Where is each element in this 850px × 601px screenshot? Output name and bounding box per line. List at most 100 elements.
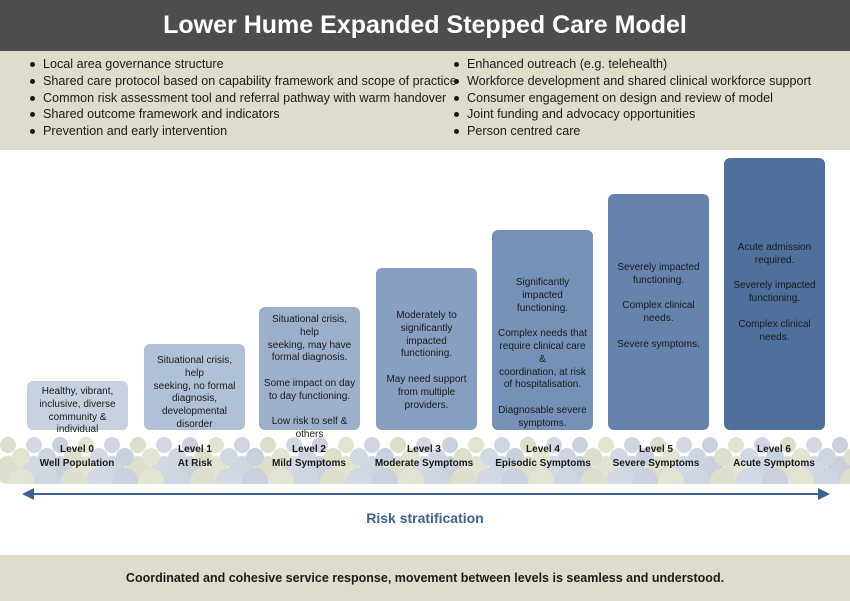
person-head-shape <box>780 437 796 453</box>
person-body-shape <box>762 468 788 484</box>
stepped-care-diagram: Healthy, vibrant, inclusive, diverse com… <box>0 150 850 555</box>
level-1-number: Level 1 <box>178 444 212 455</box>
risk-stratification-label: Risk stratification <box>366 510 484 526</box>
principle-item: Common risk assessment tool and referral… <box>29 90 457 107</box>
person-body-shape <box>424 468 450 484</box>
person-head-shape <box>64 448 82 466</box>
level-5-box: Severely impacted functioning. Complex c… <box>608 194 709 430</box>
person-head-shape <box>272 448 290 466</box>
level-0-name: Well Population <box>39 458 115 469</box>
person-head-shape <box>390 437 406 453</box>
person-head-shape <box>624 437 640 453</box>
level-4-description: Significantly impacted functioning. Comp… <box>498 277 587 429</box>
person-head-shape <box>428 448 446 466</box>
person-head-shape <box>806 437 822 453</box>
person-head-shape <box>116 448 134 466</box>
person-body-shape <box>840 468 850 484</box>
level-3-label: Level 3 Moderate Symptoms <box>364 443 484 471</box>
person-head-shape <box>636 448 654 466</box>
person-head-shape <box>402 448 420 466</box>
person-head-shape <box>754 437 770 453</box>
person-head-shape <box>688 448 706 466</box>
person-head-shape <box>572 437 588 453</box>
person-body-shape <box>216 468 242 484</box>
person-head-shape <box>324 448 342 466</box>
person-body-shape <box>814 468 840 484</box>
person-body-shape <box>528 468 554 484</box>
person-body-shape <box>606 468 632 484</box>
person-body-shape <box>34 468 60 484</box>
person-body-shape <box>60 468 86 484</box>
person-head-shape <box>52 437 68 453</box>
person-body-shape <box>398 468 424 484</box>
principle-item: Prevention and early intervention <box>29 123 457 140</box>
person-body-shape <box>112 468 138 484</box>
level-6-number: Level 6 <box>757 444 791 455</box>
level-0-number: Level 0 <box>60 444 94 455</box>
person-head-shape <box>234 437 250 453</box>
principle-item: Shared outcome framework and indicators <box>29 106 457 123</box>
person-body-shape <box>268 468 294 484</box>
person-head-shape <box>714 448 732 466</box>
level-3-number: Level 3 <box>407 444 441 455</box>
person-head-shape <box>182 437 198 453</box>
principle-item: Consumer engagement on design and review… <box>453 90 811 107</box>
person-head-shape <box>208 437 224 453</box>
person-head-shape <box>702 437 718 453</box>
principles-panel: Local area governance structure Shared c… <box>0 51 850 150</box>
person-head-shape <box>650 437 666 453</box>
person-body-shape <box>86 468 112 484</box>
level-6-label: Level 6 Acute Symptoms <box>714 443 834 471</box>
person-head-shape <box>546 437 562 453</box>
level-0-description: Healthy, vibrant, inclusive, diverse com… <box>39 386 116 436</box>
level-1-description: Situational crisis, help seeking, no for… <box>153 355 236 430</box>
person-body-shape <box>736 468 762 484</box>
level-6-name: Acute Symptoms <box>733 458 815 469</box>
person-body-shape <box>710 468 736 484</box>
principle-item: Enhanced outreach (e.g. telehealth) <box>453 56 811 73</box>
person-head-shape <box>12 448 30 466</box>
person-head-shape <box>442 437 458 453</box>
person-head-shape <box>376 448 394 466</box>
level-5-number: Level 5 <box>639 444 673 455</box>
footer-banner: Coordinated and cohesive service respons… <box>0 555 850 601</box>
person-head-shape <box>740 448 758 466</box>
person-head-shape <box>338 437 354 453</box>
level-3-name: Moderate Symptoms <box>374 458 474 469</box>
level-4-number: Level 4 <box>526 444 560 455</box>
person-body-shape <box>138 468 164 484</box>
person-head-shape <box>584 448 602 466</box>
person-body-shape <box>632 468 658 484</box>
person-body-shape <box>294 468 320 484</box>
person-body-shape <box>242 468 268 484</box>
person-head-shape <box>298 448 316 466</box>
person-head-shape <box>494 437 510 453</box>
person-head-shape <box>364 437 380 453</box>
person-body-shape <box>346 468 372 484</box>
level-2-description: Situational crisis, help seeking, may ha… <box>263 314 356 441</box>
person-head-shape <box>480 448 498 466</box>
person-head-shape <box>454 448 472 466</box>
person-head-shape <box>468 437 484 453</box>
person-body-shape <box>658 468 684 484</box>
person-head-shape <box>792 448 810 466</box>
person-head-shape <box>168 448 186 466</box>
population-crowd-graphic <box>0 437 850 484</box>
person-head-shape <box>194 448 212 466</box>
level-5-description: Severely impacted functioning. Complex c… <box>617 262 700 350</box>
person-head-shape <box>416 437 432 453</box>
person-head-shape <box>662 448 680 466</box>
person-head-shape <box>142 448 160 466</box>
level-2-name: Mild Symptoms <box>272 458 346 469</box>
person-head-shape <box>130 437 146 453</box>
person-head-shape <box>286 437 302 453</box>
person-head-shape <box>78 437 94 453</box>
principles-list-right: Enhanced outreach (e.g. telehealth) Work… <box>453 56 811 140</box>
person-head-shape <box>766 448 784 466</box>
person-body-shape <box>554 468 580 484</box>
person-head-shape <box>38 448 56 466</box>
person-body-shape <box>372 468 398 484</box>
person-body-shape <box>450 468 476 484</box>
person-head-shape <box>676 437 692 453</box>
person-body-shape <box>320 468 346 484</box>
